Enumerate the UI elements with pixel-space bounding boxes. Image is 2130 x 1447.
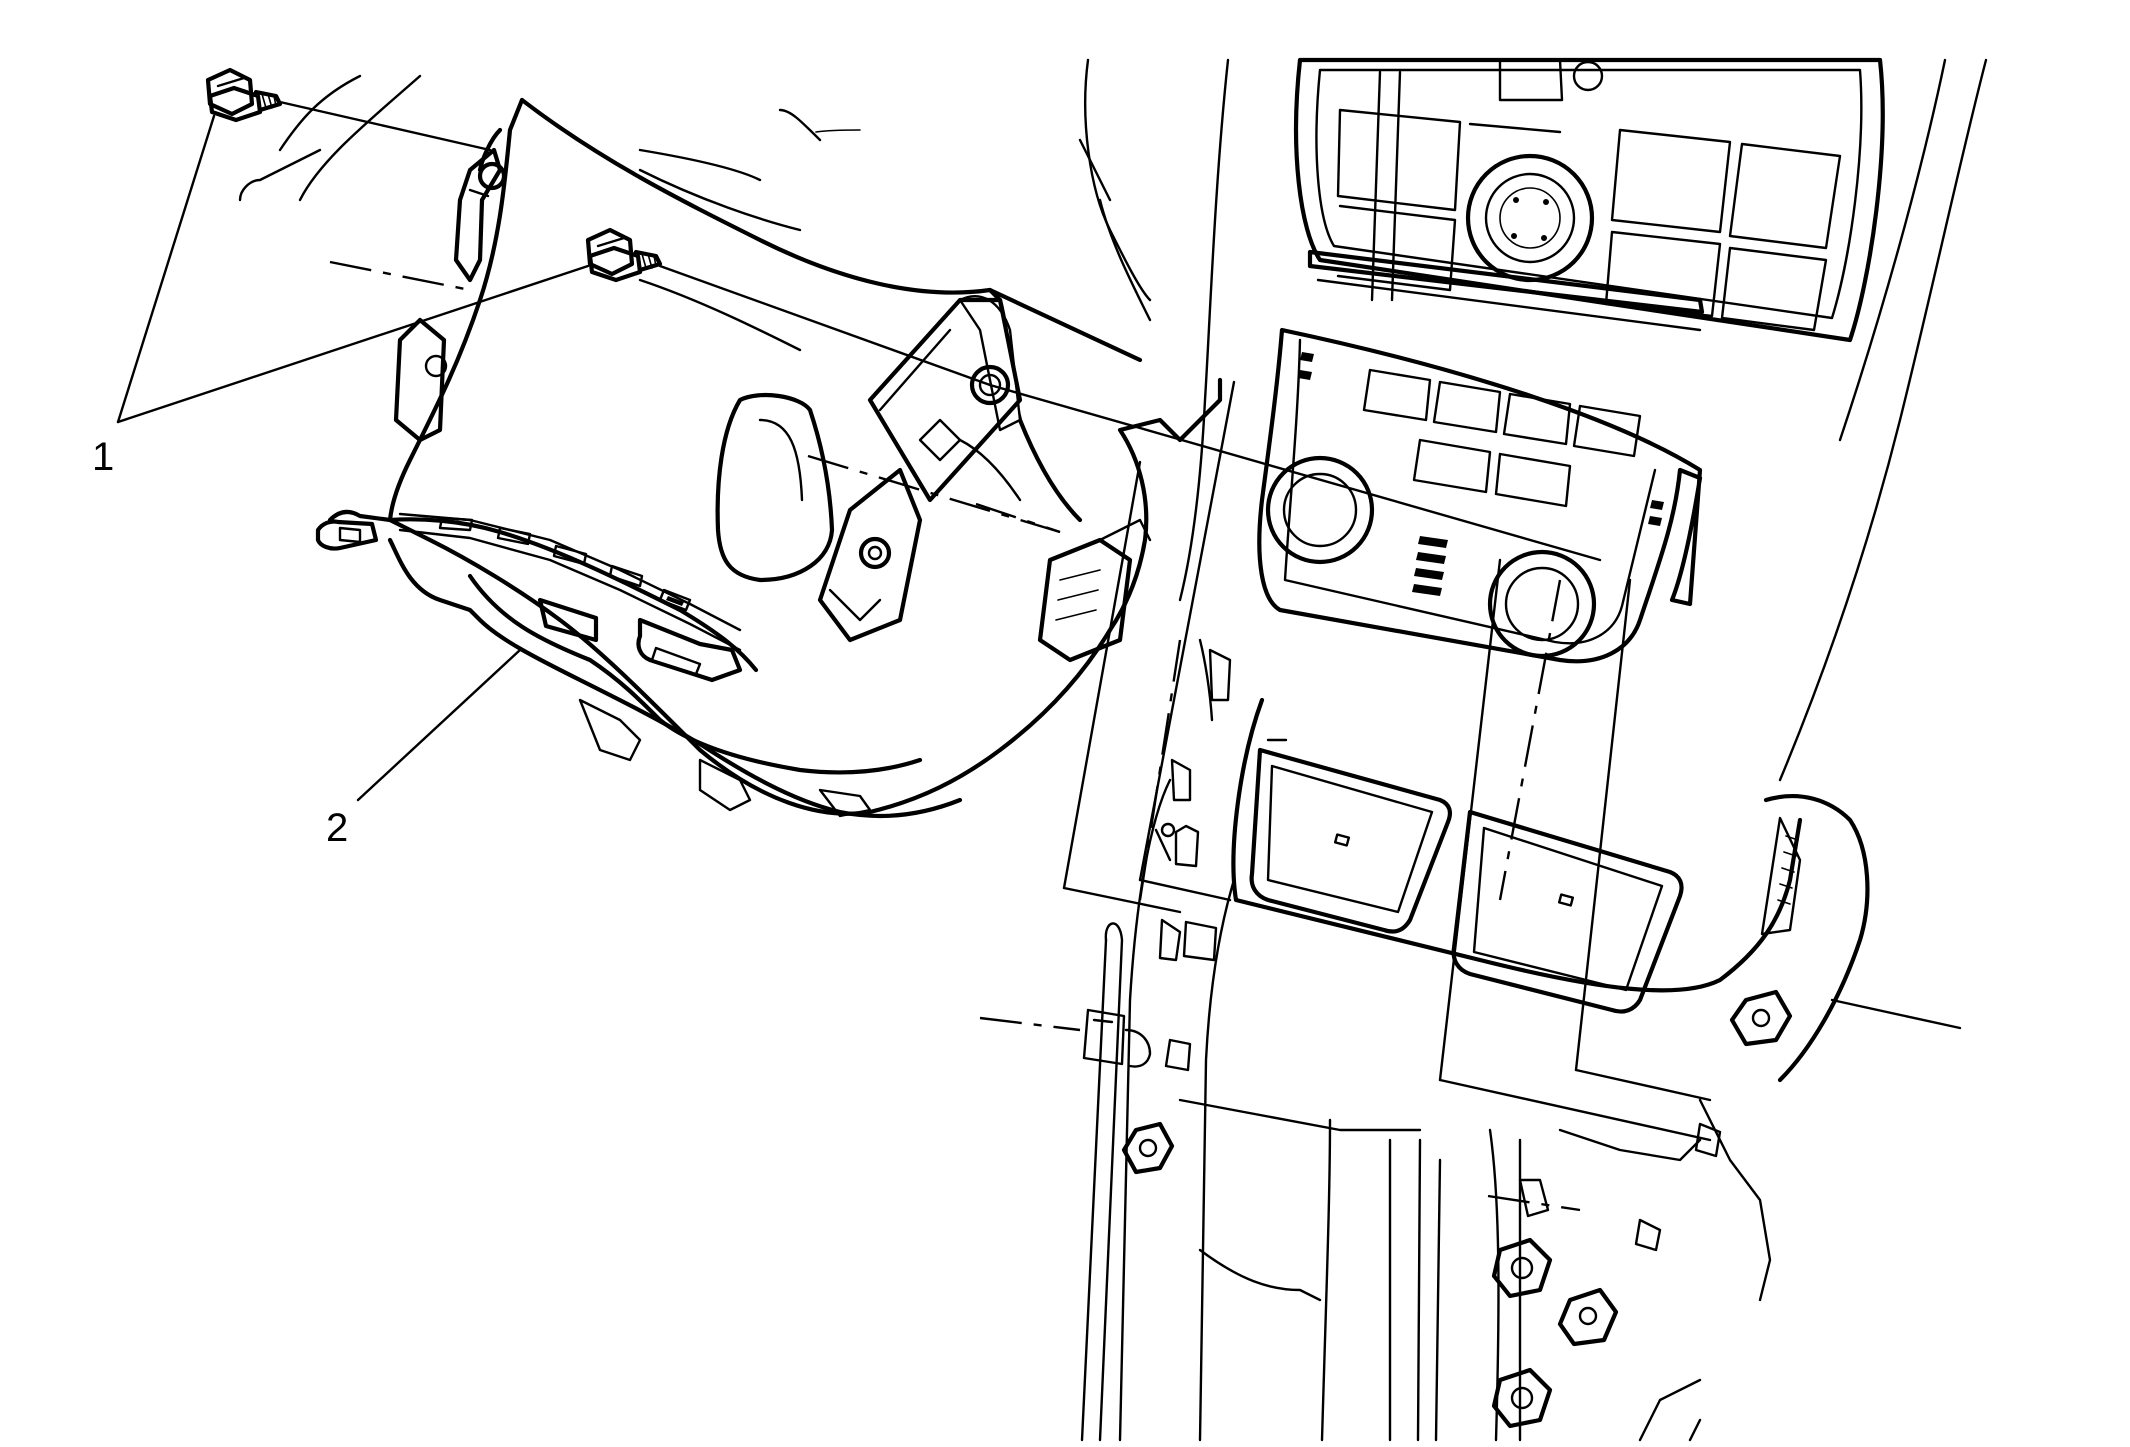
leader-lines	[116, 100, 1722, 1212]
callout-label-1: 1	[92, 435, 115, 479]
center-console	[1078, 57, 1988, 1442]
callout-label-2: 2	[326, 806, 349, 850]
fastener-lower	[585, 227, 663, 283]
removal-tool	[1080, 922, 1152, 1442]
knee-bolster-trim-panel	[238, 74, 1223, 819]
fastener-upper	[205, 67, 283, 123]
